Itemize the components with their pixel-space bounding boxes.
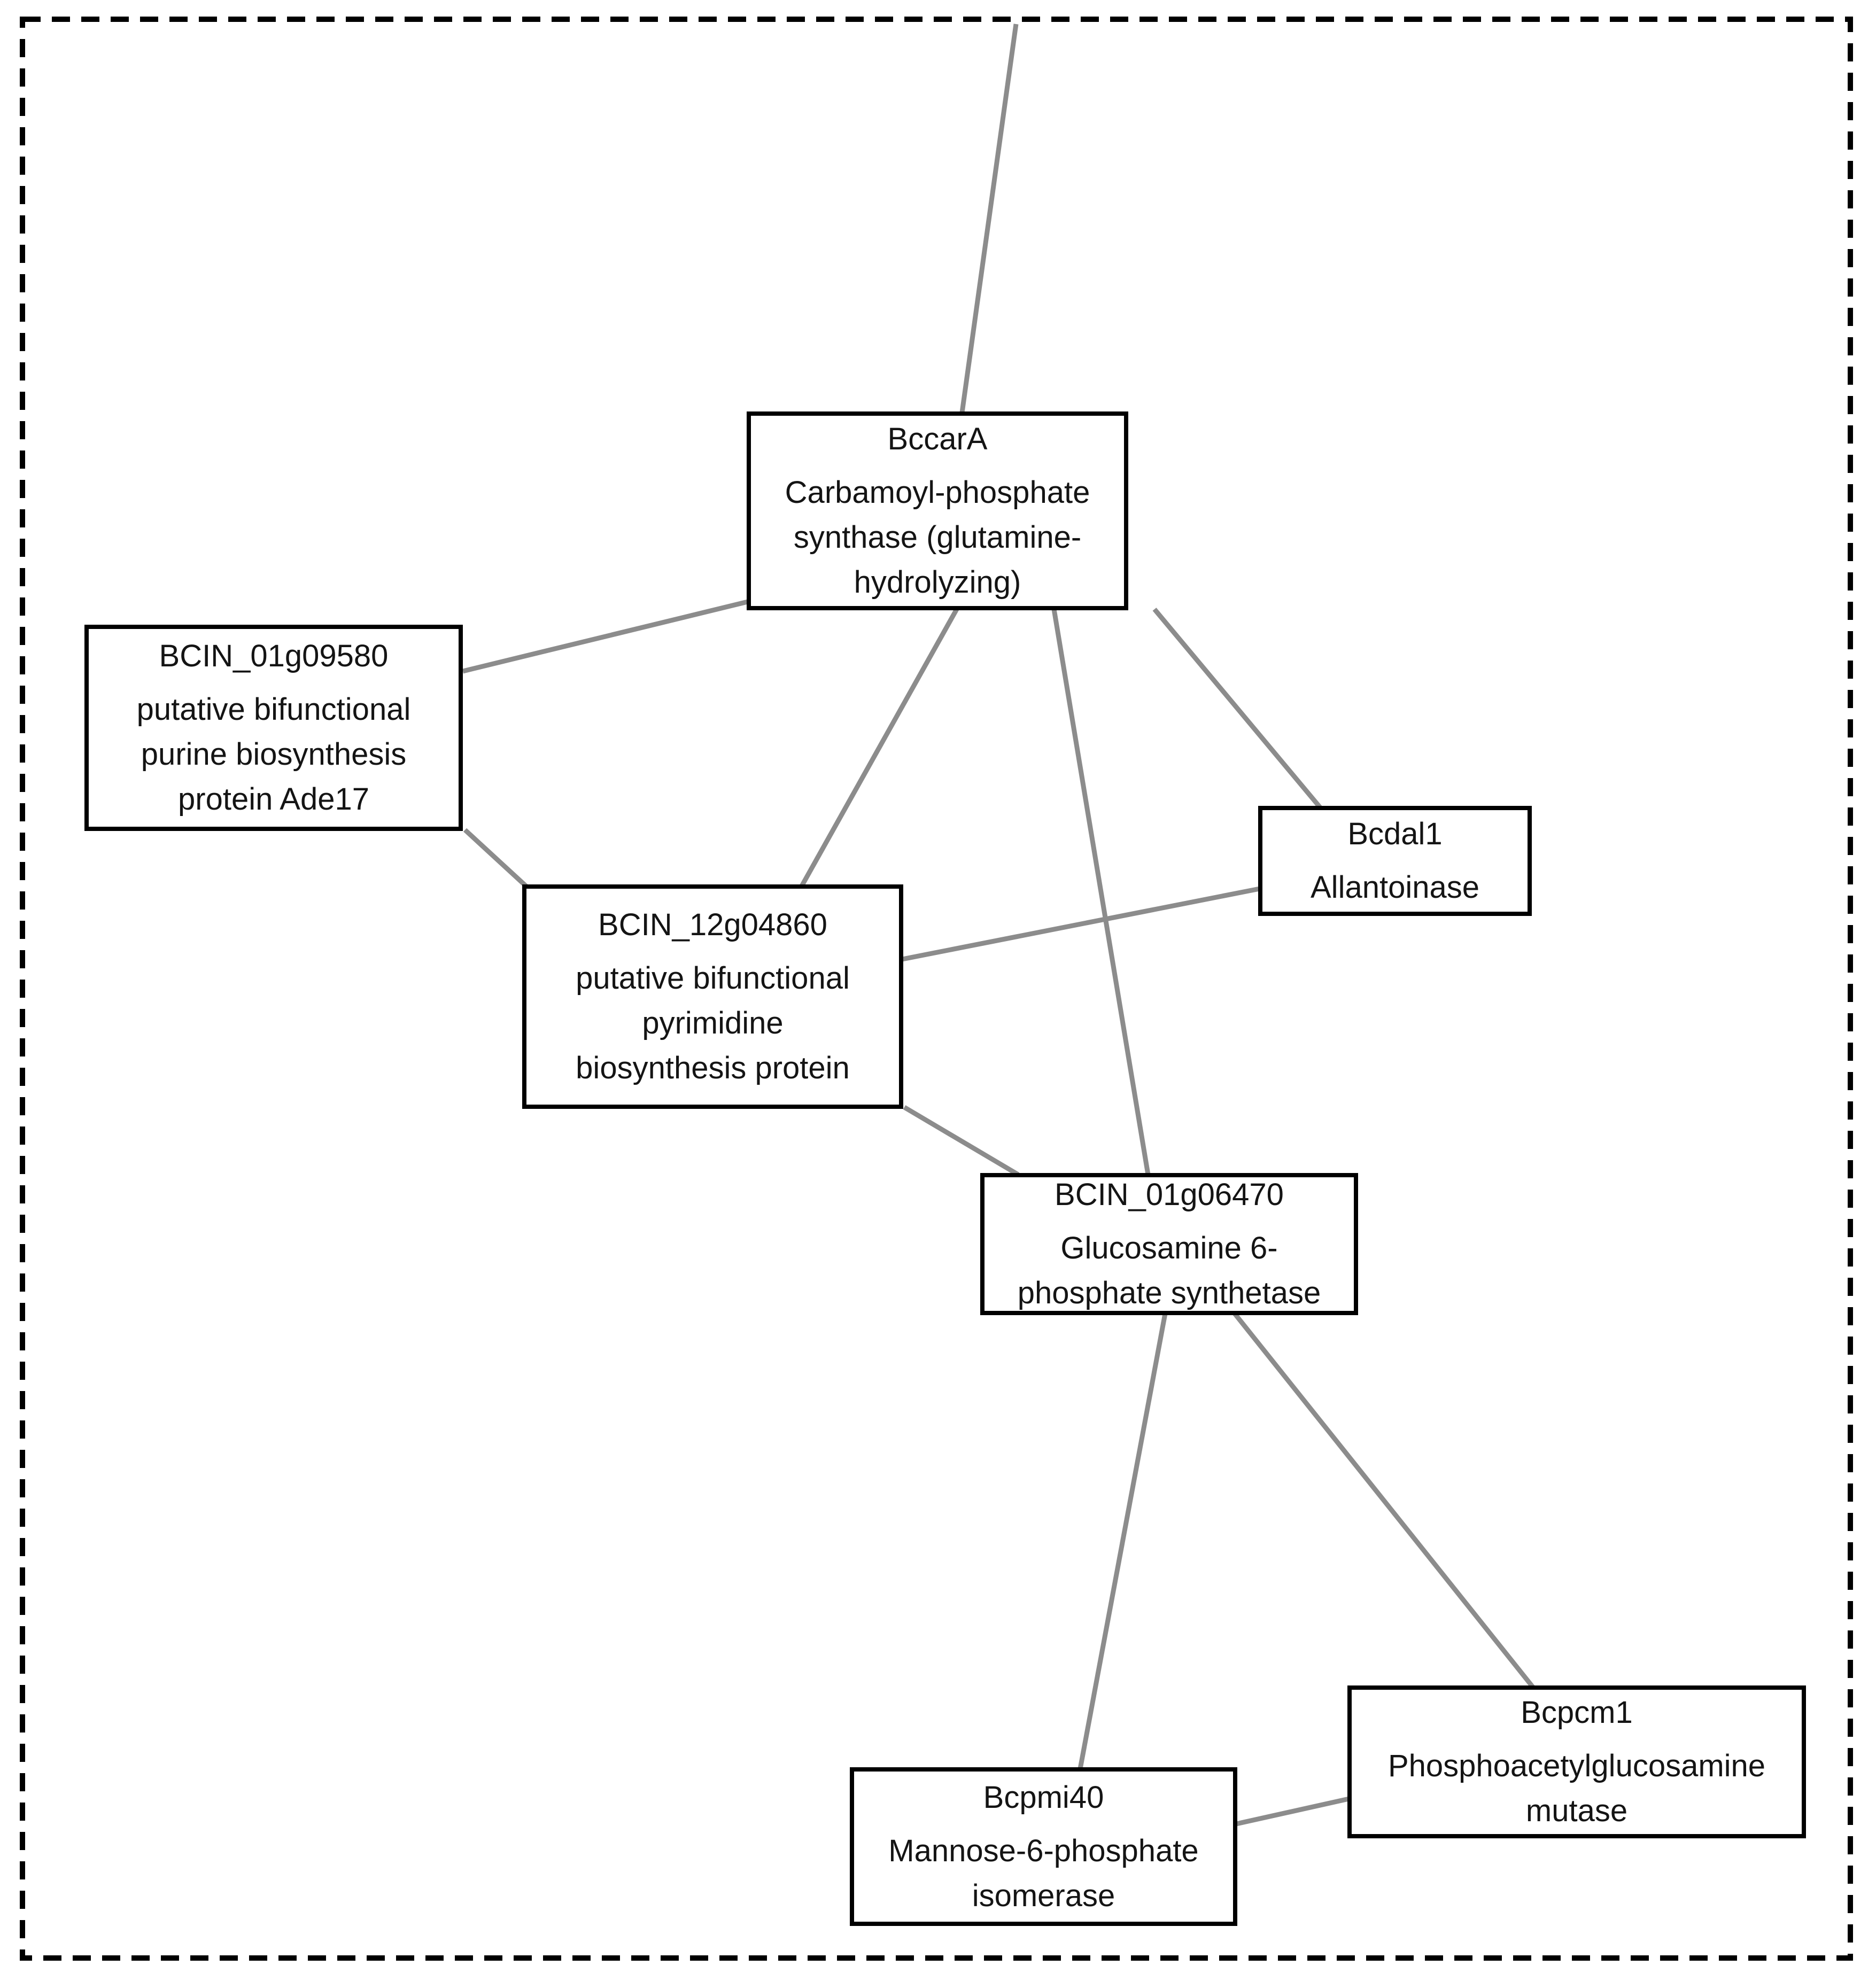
node-bcpmi40: Bcpmi40 Mannose-6-phosphate isomerase bbox=[850, 1767, 1237, 1926]
node-desc-line: synthase (glutamine- bbox=[793, 520, 1082, 555]
node-bcpcm1: Bcpcm1 Phosphoacetylglucosamine mutase bbox=[1347, 1685, 1806, 1838]
network-edge-bcin-01g06470--bcpcm1 bbox=[1232, 1312, 1535, 1689]
node-desc-line: pyrimidine bbox=[642, 1006, 784, 1040]
figure-dashed-border bbox=[20, 17, 1853, 1961]
node-desc-line: Phosphoacetylglucosamine bbox=[1387, 1749, 1766, 1783]
node-desc-line: phosphate synthetase bbox=[1017, 1276, 1321, 1310]
node-description: Allantoinase bbox=[1311, 865, 1479, 910]
node-description: Mannose-6-phosphate isomerase bbox=[888, 1829, 1198, 1918]
node-desc-line: Allantoinase bbox=[1311, 870, 1479, 905]
network-edge-frame-top--bccara bbox=[959, 24, 1019, 413]
network-edge-bcin-12g04860--bcin-01g06470 bbox=[903, 1105, 1020, 1177]
network-edge-bccara--bcin-01g06470 bbox=[1051, 609, 1151, 1175]
node-bcin-01g06470: BCIN_01g06470 Glucosamine 6- phosphate s… bbox=[980, 1173, 1358, 1315]
node-desc-line: hydrolyzing) bbox=[854, 565, 1021, 600]
node-bccara: BccarA Carbamoyl-phosphate synthase (glu… bbox=[747, 411, 1128, 610]
node-description: Carbamoyl-phosphate synthase (glutamine-… bbox=[785, 470, 1090, 605]
node-title: Bcpmi40 bbox=[983, 1780, 1104, 1815]
node-desc-line: biosynthesis protein bbox=[576, 1051, 850, 1085]
node-title: Bcpcm1 bbox=[1521, 1695, 1633, 1730]
network-edge-bcin-01g09580--bccara bbox=[462, 599, 749, 674]
network-edge-bccara--bcin-12g04860 bbox=[800, 608, 959, 888]
node-title: BCIN_12g04860 bbox=[598, 907, 827, 942]
node-desc-line: mutase bbox=[1525, 1793, 1628, 1828]
node-description: Phosphoacetylglucosamine mutase bbox=[1388, 1744, 1765, 1834]
network-edge-bccara--bcdal1 bbox=[1152, 608, 1322, 809]
node-desc-line: Glucosamine 6- bbox=[1060, 1231, 1278, 1265]
node-title: Bcdal1 bbox=[1347, 817, 1443, 851]
node-desc-line: putative bifunctional bbox=[136, 692, 411, 727]
node-desc-line: putative bifunctional bbox=[576, 961, 850, 996]
node-title: BccarA bbox=[887, 422, 988, 456]
node-desc-line: Carbamoyl-phosphate bbox=[785, 475, 1090, 510]
node-bcdal1: Bcdal1 Allantoinase bbox=[1258, 806, 1532, 916]
network-edge-bcin-12g04860--bcdal1 bbox=[902, 886, 1260, 962]
network-edge-bcpmi40--bcpcm1 bbox=[1236, 1796, 1350, 1827]
node-description: putative bifunctional pyrimidine biosynt… bbox=[576, 956, 850, 1091]
network-edge-bcin-01g06470--bcpmi40 bbox=[1077, 1313, 1168, 1769]
node-description: Glucosamine 6- phosphate synthetase bbox=[1018, 1226, 1321, 1316]
node-bcin-01g09580: BCIN_01g09580 putative bifunctional puri… bbox=[84, 625, 463, 831]
node-desc-line: Mannose-6-phosphate bbox=[888, 1833, 1199, 1868]
node-title: BCIN_01g06470 bbox=[1055, 1177, 1284, 1212]
node-description: putative bifunctional purine biosynthesi… bbox=[137, 687, 411, 822]
node-bcin-12g04860: BCIN_12g04860 putative bifunctional pyri… bbox=[522, 884, 903, 1109]
node-title: BCIN_01g09580 bbox=[159, 639, 389, 673]
node-desc-line: isomerase bbox=[972, 1878, 1115, 1913]
node-desc-line: purine biosynthesis bbox=[141, 737, 407, 772]
node-desc-line: protein Ade17 bbox=[178, 782, 369, 817]
network-edge-bcin-01g09580--bcin-12g04860 bbox=[463, 828, 534, 894]
